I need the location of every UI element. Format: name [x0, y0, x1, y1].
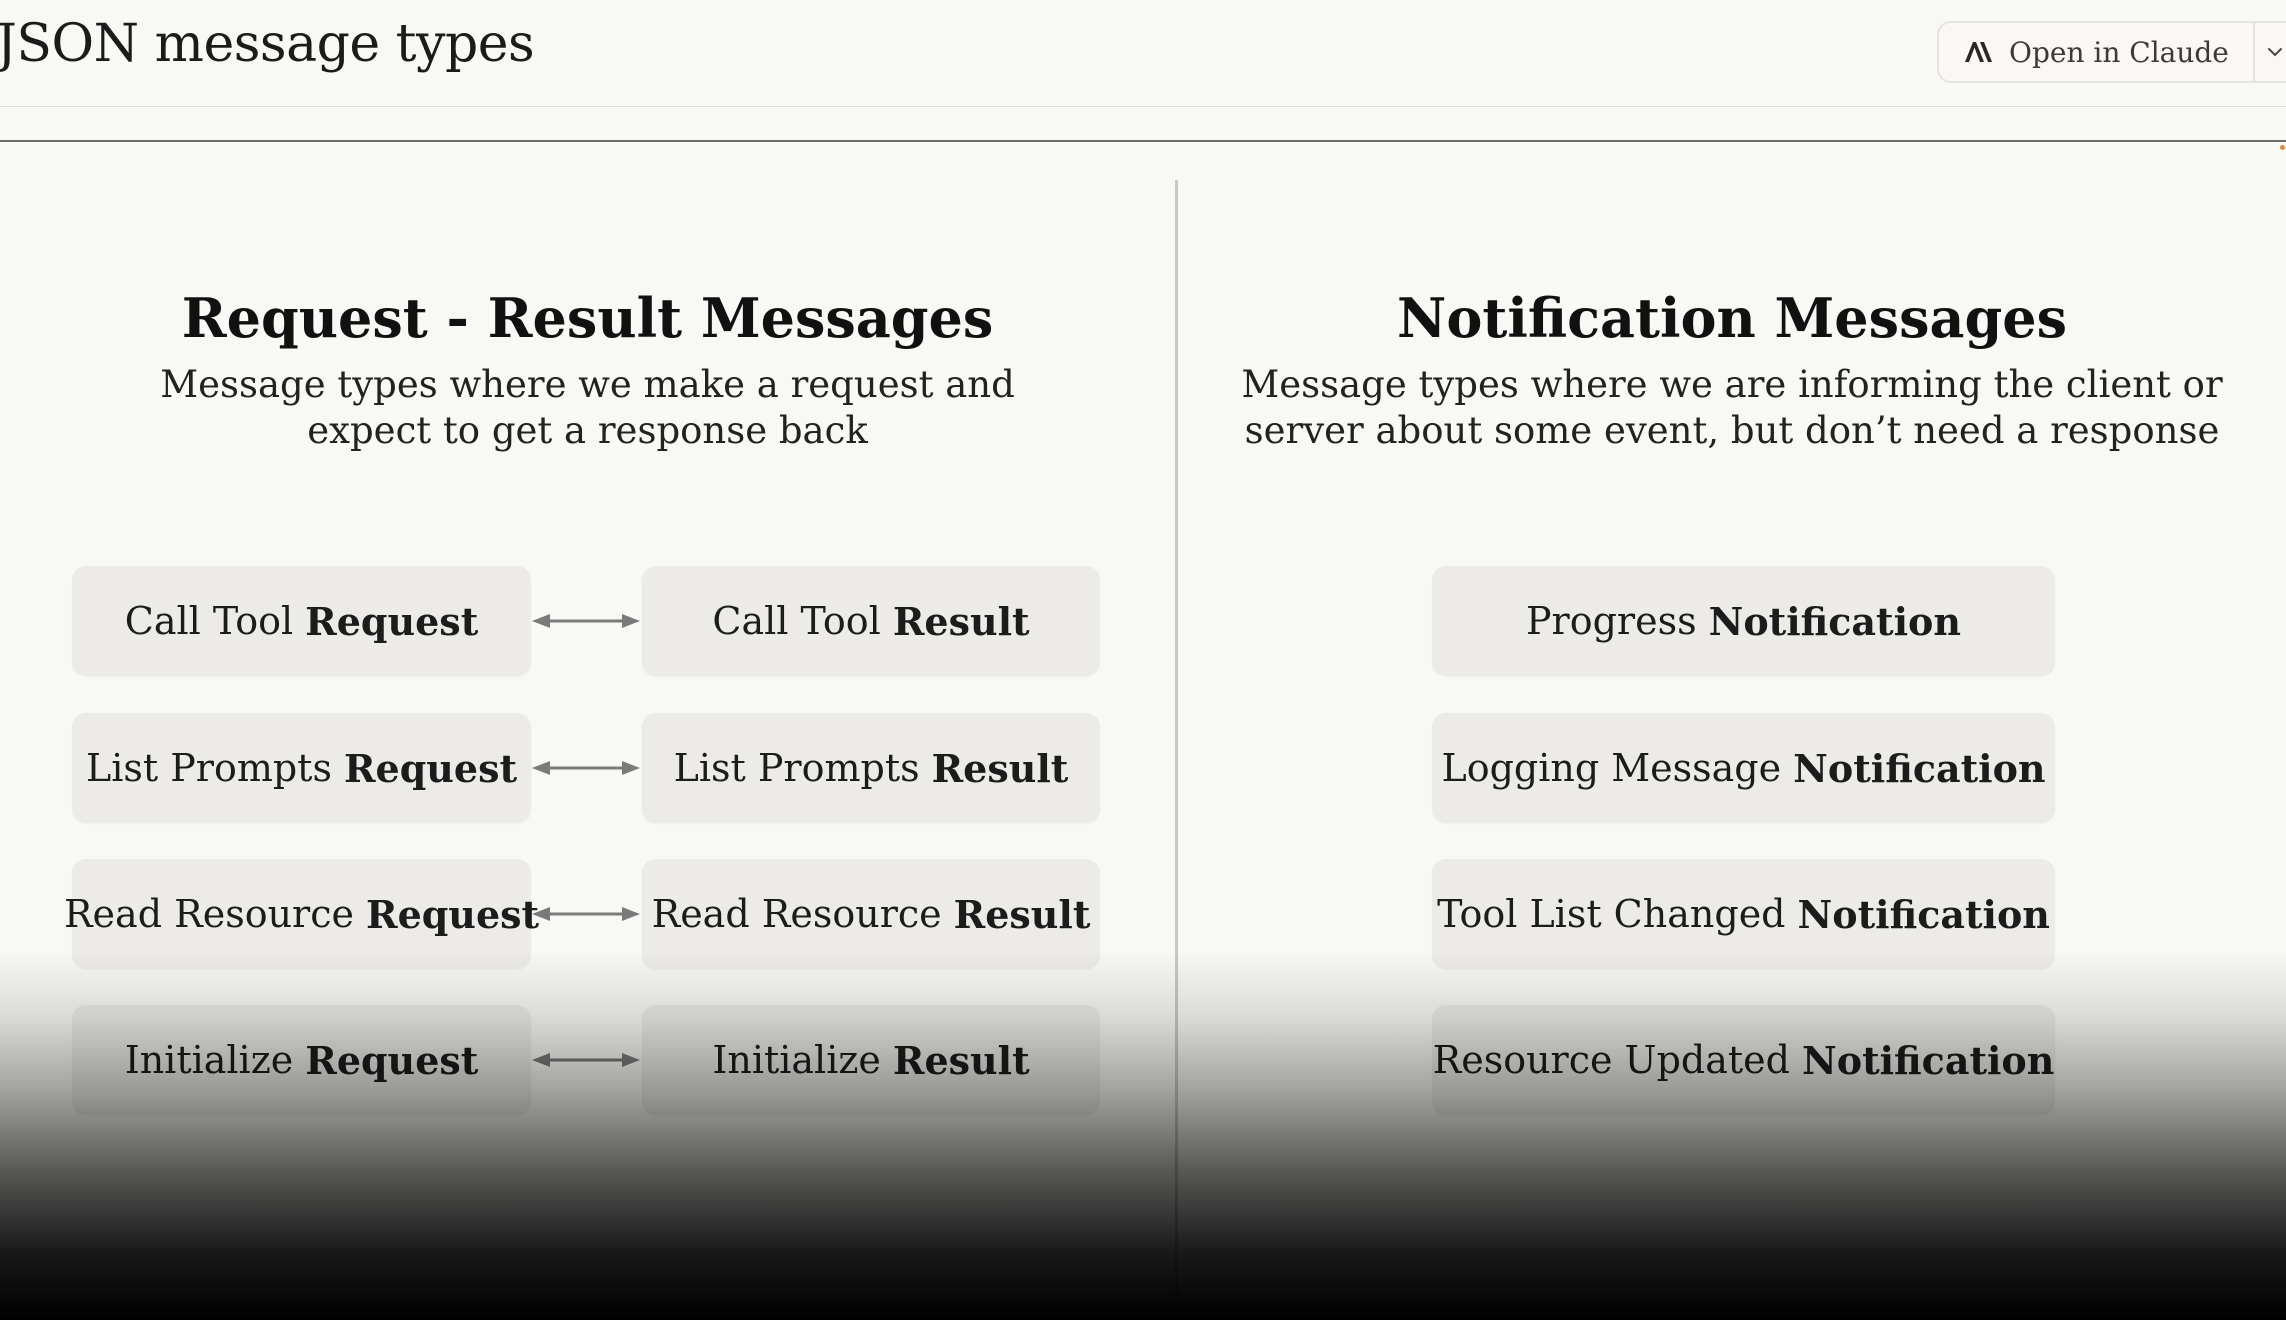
box-label-prefix: Resource Updated: [1432, 1038, 1790, 1082]
progress-indicator-dot: [2280, 145, 2285, 150]
box-label-type: Result: [892, 1037, 1030, 1083]
chevron-down-icon: [2267, 48, 2282, 57]
open-options-dropdown[interactable]: [2255, 23, 2286, 81]
box-label-type: Result: [953, 891, 1091, 937]
box-label-prefix: Tool List Changed: [1437, 892, 1786, 936]
box-label-type: Result: [892, 598, 1030, 644]
box-label-prefix: List Prompts: [673, 746, 920, 790]
box-label-prefix: Logging Message: [1441, 746, 1782, 790]
box-label-type: Request: [305, 598, 479, 644]
box-label-type: Notification: [1793, 745, 2046, 791]
box-label-prefix: Progress: [1525, 599, 1697, 643]
page-title: JSON message types: [0, 14, 535, 74]
open-in-claude-group: Open in Claude: [1937, 21, 2286, 83]
box-label-type: Result: [931, 745, 1069, 791]
slide-progress-track: [0, 140, 2286, 142]
subtitle-line: server about some event, but don’t need …: [1244, 409, 2220, 452]
open-in-claude-button[interactable]: Open in Claude: [1939, 23, 2255, 81]
box-label-prefix: List Prompts: [85, 746, 332, 790]
box-label-type: Request: [343, 745, 518, 791]
subtitle-line: Message types where we are informing the…: [1241, 363, 2223, 406]
double-arrow-icon: [532, 761, 640, 775]
double-arrow-icon: [532, 1053, 640, 1067]
subtitle-line: expect to get a response back: [307, 409, 868, 452]
open-in-claude-label: Open in Claude: [2009, 35, 2229, 69]
top-header: JSON message types Open in Claude: [0, 0, 2286, 107]
box-label-prefix: Read Resource: [63, 892, 354, 936]
box-label-type: Notification: [1797, 891, 2050, 937]
subtitle-line: Message types where we make a request an…: [160, 363, 1015, 406]
box-label-type: Notification: [1801, 1037, 2055, 1083]
box-label-prefix: Read Resource: [651, 892, 942, 936]
box-label-type: Request: [365, 891, 540, 937]
column-divider: [1175, 180, 1178, 1320]
box-label-type: Request: [305, 1037, 479, 1083]
box-label-prefix: Call Tool: [712, 599, 881, 643]
notification-title: Notification Messages: [1397, 286, 2067, 350]
claude-logo-icon: [1965, 42, 1992, 62]
box-label-prefix: Initialize: [712, 1038, 881, 1082]
double-arrow-icon: [532, 614, 640, 628]
box-label-prefix: Call Tool: [124, 599, 294, 643]
double-arrow-icon: [532, 907, 640, 921]
box-label-type: Notification: [1708, 598, 1961, 644]
request-result-title: Request - Result Messages: [181, 286, 994, 350]
box-label-prefix: Initialize: [124, 1038, 294, 1082]
notification-subtitle: Message types where we are informing the…: [1178, 362, 2286, 454]
request-result-subtitle: Message types where we make a request an…: [0, 362, 1175, 454]
